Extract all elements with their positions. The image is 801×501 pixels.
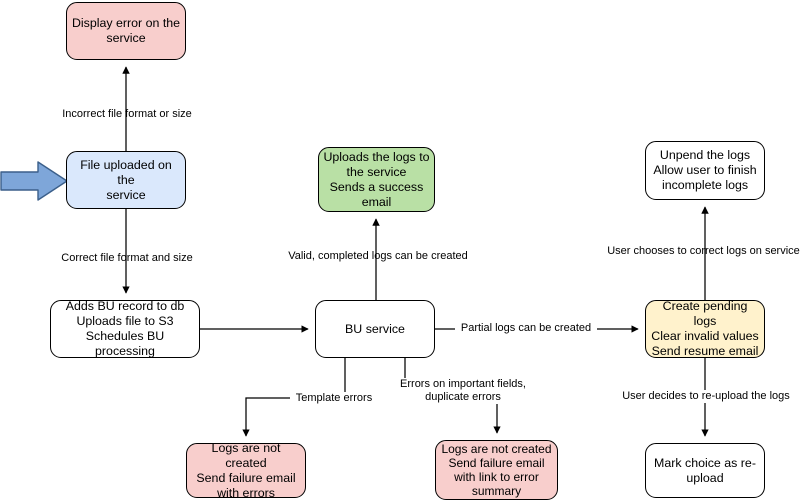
edge-label-valid-completed: Valid, completed logs can be created bbox=[288, 250, 468, 262]
node-logs-not-created-errors-label: Logs are not created Send failure email … bbox=[196, 440, 296, 500]
node-display-error-label: Display error on the service bbox=[71, 16, 181, 45]
node-logs-not-created-summary-label: Logs are not created Send failure email … bbox=[441, 442, 552, 498]
node-logs-not-created-summary[interactable]: Logs are not created Send failure email … bbox=[435, 440, 558, 500]
edge-label-correct-format: Correct file format and size bbox=[61, 252, 193, 264]
edge-label-user-reupload: User decides to re-upload the logs bbox=[617, 390, 795, 403]
node-uploads-logs[interactable]: Uploads the logs to the service Sends a … bbox=[318, 147, 435, 212]
node-adds-bu-record-label: Adds BU record to db Uploads file to S3 … bbox=[65, 299, 185, 358]
node-bu-service-label: BU service bbox=[345, 321, 405, 336]
edge-label-template-errors: Template errors bbox=[290, 392, 378, 405]
edge-label-user-corrects: User chooses to correct logs on service bbox=[607, 245, 800, 257]
node-create-pending-logs[interactable]: Create pending logs Clear invalid values… bbox=[645, 299, 765, 358]
node-mark-choice-reupload-label: Mark choice as re- upload bbox=[654, 455, 756, 485]
node-mark-choice-reupload[interactable]: Mark choice as re- upload bbox=[645, 443, 765, 498]
edge-label-errors-important: Errors on important fields, duplicate er… bbox=[392, 378, 534, 404]
node-adds-bu-record[interactable]: Adds BU record to db Uploads file to S3 … bbox=[50, 299, 200, 358]
node-unpend-logs[interactable]: Unpend the logs Allow user to finish inc… bbox=[645, 141, 765, 200]
node-bu-service[interactable]: BU service bbox=[315, 300, 435, 358]
node-logs-not-created-errors[interactable]: Logs are not created Send failure email … bbox=[186, 440, 306, 500]
node-unpend-logs-label: Unpend the logs Allow user to finish inc… bbox=[653, 148, 757, 192]
node-file-uploaded[interactable]: File uploaded on the service bbox=[66, 151, 186, 209]
edge-label-incorrect-format: Incorrect file format or size bbox=[62, 108, 192, 120]
node-display-error[interactable]: Display error on the service bbox=[66, 2, 186, 60]
input-block-arrow-icon bbox=[0, 161, 68, 201]
node-uploads-logs-label: Uploads the logs to the service Sends a … bbox=[323, 149, 430, 209]
edge-label-partial-logs: Partial logs can be created bbox=[455, 322, 597, 335]
node-file-uploaded-label: File uploaded on the service bbox=[80, 157, 172, 202]
node-create-pending-logs-label: Create pending logs Clear invalid values… bbox=[651, 299, 759, 358]
